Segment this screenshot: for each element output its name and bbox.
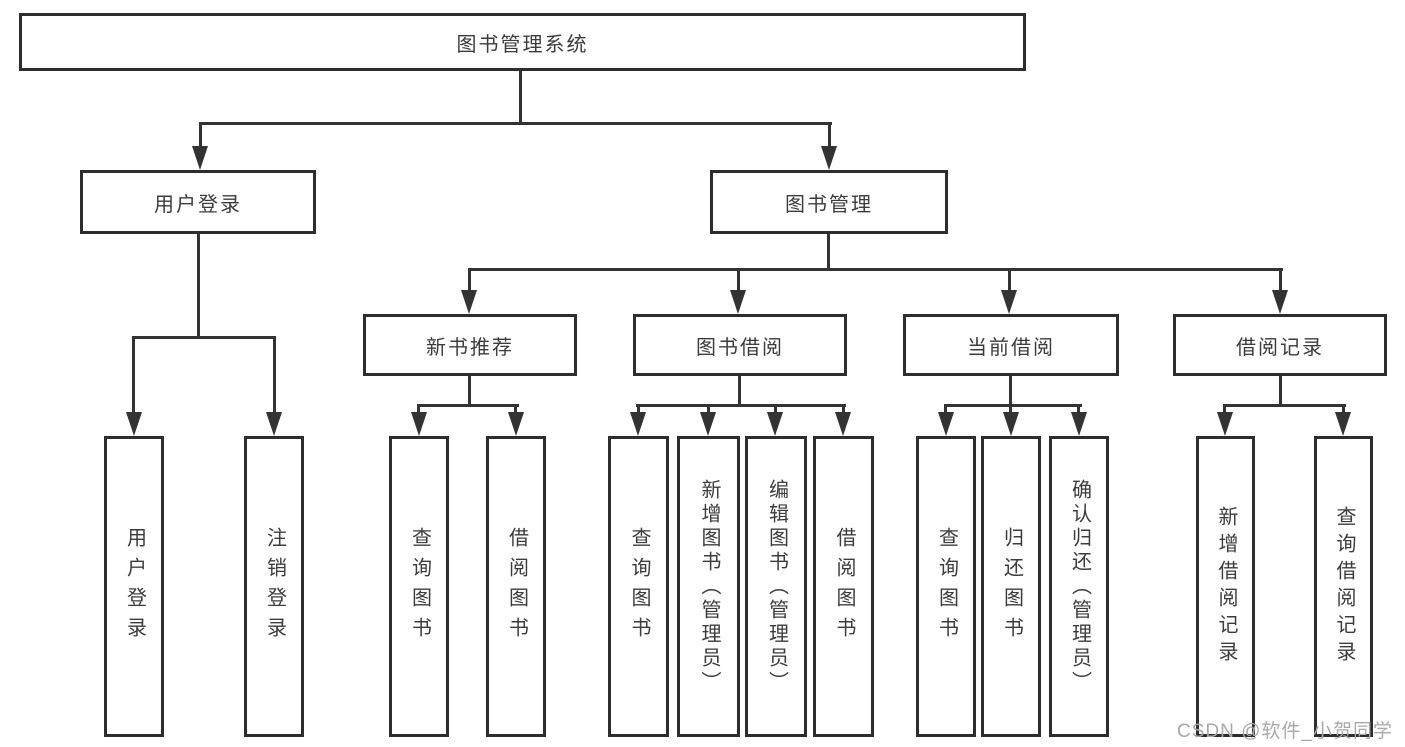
arrowhead-leaf-logout <box>266 412 282 436</box>
node-book-management: 图书管理 <box>710 170 948 234</box>
leaf-user-login-label: 用户登录 <box>123 526 146 647</box>
leaf-recommend-borrow-books: 借阅图书 <box>486 436 546 737</box>
connector-current-drop-2 <box>1009 404 1012 416</box>
arrowhead-borrowing-edit-books <box>767 412 783 436</box>
node-user-login: 用户登录 <box>80 170 316 234</box>
leaf-borrowing-borrow-books: 借阅图书 <box>813 436 874 737</box>
arrowhead-recommend-borrow-books <box>508 412 524 436</box>
arrowhead-current-borrowing <box>1001 290 1017 314</box>
arrowhead-user-login <box>192 146 208 170</box>
connector-records-stem <box>1279 376 1282 406</box>
arrowhead-current-return-books <box>1003 412 1019 436</box>
leaf-borrowing-query-books-label: 查询图书 <box>628 526 650 647</box>
leaf-borrowing-edit-books-admin: 编辑图书（管理员） <box>745 436 807 737</box>
arrowhead-leaf-user-login <box>126 412 142 436</box>
connector-book-management-stem <box>827 234 830 270</box>
connector-borrowing-bar <box>636 404 846 407</box>
leaf-records-add-borrow-record: 新增借阅记录 <box>1196 436 1255 737</box>
leaf-borrowing-query-books: 查询图书 <box>608 436 669 737</box>
leaf-records-query-borrow-record: 查询借阅记录 <box>1314 436 1373 737</box>
arrowhead-records-query-record <box>1335 412 1351 436</box>
node-book-borrowing: 图书借阅 <box>633 314 847 376</box>
connector-user-login-drop-2 <box>273 336 276 416</box>
node-borrowing-records: 借阅记录 <box>1173 314 1387 376</box>
leaf-borrowing-add-books-admin: 新增图书（管理员） <box>677 436 740 737</box>
leaf-logout: 注销登录 <box>244 436 304 737</box>
connector-borrowing-stem <box>738 376 741 406</box>
node-book-management-label: 图书管理 <box>785 193 873 216</box>
connector-user-login-stem <box>197 234 200 338</box>
leaf-user-login: 用户登录 <box>104 436 164 737</box>
arrowhead-borrowing-add-books <box>700 412 716 436</box>
node-new-book-recommend-label: 新书推荐 <box>426 336 514 359</box>
arrowhead-recommend-query-books <box>411 412 427 436</box>
connector-current-drop-3 <box>1077 404 1080 416</box>
connector-book-management-drop-2 <box>737 268 740 292</box>
arrowhead-borrowing-borrow-books <box>835 412 851 436</box>
connector-recommend-drop-1 <box>417 404 420 416</box>
connector-records-bar <box>1223 404 1346 407</box>
arrowhead-records-add-record <box>1217 412 1233 436</box>
connector-borrowing-drop-1 <box>637 404 640 416</box>
arrowhead-current-query-books <box>938 412 954 436</box>
connector-borrowing-drop-3 <box>774 404 777 416</box>
arrowhead-book-management <box>821 146 837 170</box>
leaf-current-return-books-label: 归还图书 <box>1000 526 1023 647</box>
leaf-logout-label: 注销登录 <box>263 526 286 647</box>
leaf-borrowing-borrow-books-label: 借阅图书 <box>833 526 855 647</box>
connector-recommend-stem <box>468 376 471 406</box>
connector-current-stem <box>1009 376 1012 406</box>
connector-recommend-bar <box>417 404 519 407</box>
connector-recommend-drop-2 <box>514 404 517 416</box>
leaf-current-confirm-return-admin: 确认归还（管理员） <box>1049 436 1109 737</box>
node-root-label: 图书管理系统 <box>456 33 589 56</box>
node-book-borrowing-label: 图书借阅 <box>696 336 784 359</box>
leaf-recommend-query-books: 查询图书 <box>389 436 449 737</box>
connector-root-bar <box>199 122 832 125</box>
leaf-records-add-borrow-record-label: 新增借阅记录 <box>1215 505 1237 668</box>
connector-records-drop-2 <box>1342 404 1345 416</box>
node-new-book-recommend: 新书推荐 <box>363 314 577 376</box>
leaf-current-confirm-return-admin-label: 确认归还（管理员） <box>1068 478 1091 695</box>
arrowhead-book-borrowing <box>730 290 746 314</box>
node-root: 图书管理系统 <box>19 13 1026 71</box>
node-user-login-label: 用户登录 <box>154 193 242 216</box>
arrowhead-borrowing-records <box>1272 290 1288 314</box>
arrowhead-new-book-recommend <box>461 290 477 314</box>
leaf-borrowing-add-books-admin-label: 新增图书（管理员） <box>698 478 720 695</box>
node-current-borrowing-label: 当前借阅 <box>967 336 1055 359</box>
connector-root-stem <box>519 70 522 124</box>
connector-records-drop-1 <box>1223 404 1226 416</box>
node-borrowing-records-label: 借阅记录 <box>1236 336 1324 359</box>
leaf-recommend-borrow-books-label: 借阅图书 <box>505 526 528 647</box>
arrowhead-borrowing-query-books <box>630 412 646 436</box>
connector-user-login-drop-1 <box>132 336 135 416</box>
leaf-current-return-books: 归还图书 <box>981 436 1041 737</box>
leaf-recommend-query-books-label: 查询图书 <box>408 526 431 647</box>
watermark: CSDN @软件_小贺同学 <box>1177 721 1393 742</box>
connector-current-drop-1 <box>944 404 947 416</box>
connector-book-management-bar <box>468 268 1283 271</box>
connector-borrowing-drop-2 <box>707 404 710 416</box>
leaf-records-query-borrow-record-label: 查询借阅记录 <box>1333 505 1355 668</box>
arrowhead-current-confirm-return <box>1071 412 1087 436</box>
connector-root-drop-right <box>828 122 831 150</box>
connector-book-management-drop-4 <box>1279 268 1282 292</box>
leaf-current-query-books: 查询图书 <box>916 436 976 737</box>
connector-user-login-bar <box>132 336 276 339</box>
connector-current-bar <box>944 404 1082 407</box>
connector-borrowing-drop-4 <box>842 404 845 416</box>
connector-book-management-drop-1 <box>468 268 471 292</box>
connector-root-drop-left <box>199 122 202 150</box>
leaf-borrowing-edit-books-admin-label: 编辑图书（管理员） <box>765 478 788 695</box>
connector-book-management-drop-3 <box>1008 268 1011 292</box>
leaf-current-query-books-label: 查询图书 <box>935 526 958 647</box>
node-current-borrowing: 当前借阅 <box>903 314 1119 376</box>
